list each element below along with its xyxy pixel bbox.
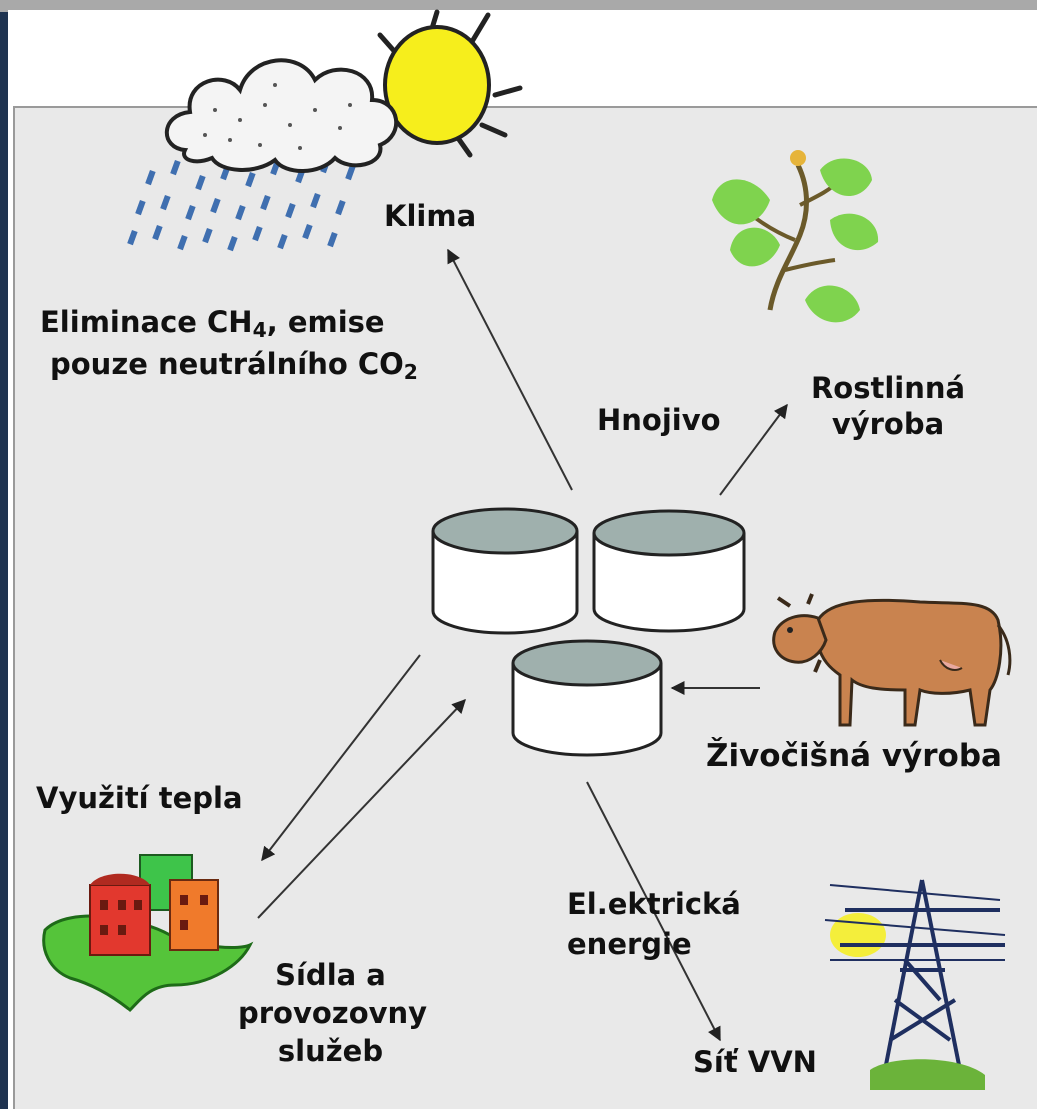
label-eliminace-line2: pouze neutrálního CO2 (50, 346, 418, 382)
label-klima: Klima (384, 199, 477, 233)
label-eliminace-line1: Eliminace CH4, emise (40, 304, 385, 340)
elektricka-line1: El.ektrická (567, 887, 741, 921)
top-border-band (0, 0, 1037, 12)
arrow-from-sidla (257, 698, 466, 919)
arrow-to-sit-vvn (586, 781, 721, 1042)
label-vyuziti-tepla: Využití tepla (36, 781, 243, 815)
arrow-to-rostlinna (719, 403, 788, 496)
biogas-tank-icon (431, 507, 746, 757)
buildings-icon (42, 854, 254, 1013)
label-rostlinna-vyroba: Rostlinná výroba (798, 370, 978, 442)
eliminace-text-post: , emise (266, 305, 385, 339)
elektricka-line2: energie (567, 927, 692, 961)
rain-cloud-sun-icon (127, 9, 523, 252)
plant-icon (712, 150, 879, 323)
eliminace-text-pre: Eliminace CH (40, 305, 253, 339)
cow-icon (772, 593, 1012, 727)
label-hnojivo: Hnojivo (597, 403, 721, 437)
power-pylon-icon (824, 879, 1006, 1090)
sidla-line2: provozovny (238, 996, 428, 1030)
sidla-line1: Sídla a (275, 958, 386, 992)
eliminace-subscript: 4 (252, 318, 267, 343)
co2-subscript: 2 (403, 360, 418, 385)
label-elektricka-energie: El.ektrická energie (567, 884, 741, 964)
sidla-line3: služeb (277, 1034, 384, 1068)
arrow-to-sidla (261, 654, 421, 862)
co2-text: pouze neutrálního CO (50, 347, 404, 381)
rostlinna-line2: výroba (831, 407, 945, 441)
label-sit-vvn: Síť VVN (693, 1045, 817, 1079)
rostlinna-line1: Rostlinná (810, 371, 966, 405)
label-sidla: Sídla a provozovny služeb (238, 956, 428, 1070)
arrow-to-klima (447, 248, 573, 491)
label-zivocisna-vyroba: Živočišná výroba (706, 738, 1002, 774)
